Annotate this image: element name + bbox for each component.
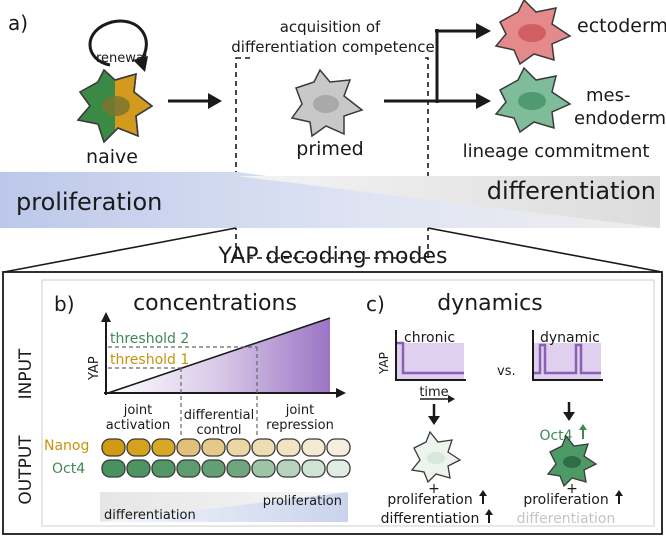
joint-activation-line2: activation (106, 418, 170, 433)
chronic-differentiation-up-icon (485, 509, 493, 515)
chronic-yap-label: YAP (377, 352, 391, 375)
chronic-proliferation: proliferation (387, 492, 472, 508)
nanog-pill (126, 438, 151, 457)
chronic-label: chronic (404, 330, 455, 346)
yap-axis-label: YAP (87, 356, 102, 381)
chronic-plot-area (397, 343, 464, 380)
chronic-proliferation-up-icon (479, 490, 487, 496)
nanog-pill (176, 438, 201, 457)
nanog-pill (201, 438, 226, 457)
time-label: time (419, 385, 448, 400)
chronic-differentiation: differentiation (381, 511, 480, 527)
oct4-pill (176, 459, 201, 478)
oct4-expression-row (101, 459, 351, 478)
yap-modes-box (2, 271, 663, 535)
panel-b-label: b) (54, 292, 75, 316)
oct4-pill (301, 459, 326, 478)
oct4-pill (226, 459, 251, 478)
ectoderm-cell-icon (494, 0, 572, 66)
oct4-pill (151, 459, 176, 478)
arrow-to-mesendoderm-head (476, 93, 491, 109)
b-differentiation-label: differentiation (104, 508, 196, 523)
nanog-pill (301, 438, 326, 457)
oct4-pill (101, 459, 126, 478)
nanog-label: Nanog (44, 438, 89, 454)
oct4-label: Oct4 (52, 461, 85, 477)
joint-repression-line2: repression (266, 418, 334, 433)
dynamic-differentiation-faded: differentiation (517, 511, 616, 527)
mesendoderm-cell-icon (494, 66, 572, 134)
oct4-pill (326, 459, 351, 478)
panel-c-label: c) (366, 292, 385, 316)
yap-modes-title: YAP decoding modes (218, 244, 448, 269)
nanog-pill (101, 438, 126, 457)
acquisition-label-line2: differentiation competence (231, 38, 434, 56)
differential-control-line1: differential (184, 408, 254, 423)
zoom-line-right (427, 227, 663, 273)
yap-axis-x-head (336, 388, 346, 398)
threshold-1-label: threshold 1 (110, 352, 189, 368)
joint-repression-line1: joint (285, 403, 315, 418)
naive-label: naive (86, 146, 138, 168)
mesendoderm-label-line1: mes- (586, 85, 630, 106)
arrow-naive-to-primed-head (208, 93, 222, 109)
vs-label: vs. (497, 364, 516, 379)
b-proliferation-wedge (100, 492, 348, 522)
zoom-line-left (3, 227, 237, 273)
chronic-plus: + (428, 481, 440, 497)
output-side-label: OUTPUT (16, 435, 36, 505)
differentiation-label: differentiation (487, 177, 656, 205)
renewal-arrow-head (133, 56, 148, 72)
naive-cell-icon (76, 68, 154, 144)
dynamic-result-cell-icon (546, 434, 598, 488)
oct4-pill (201, 459, 226, 478)
nanog-expression-row (101, 438, 351, 457)
panel-b-title: concentrations (133, 291, 297, 316)
primed-label: primed (296, 138, 363, 160)
chronic-result-cell-icon (410, 430, 462, 484)
yap-ramp-edge (107, 317, 331, 394)
differentiation-wedge (237, 176, 660, 228)
panel-c-title: dynamics (437, 291, 543, 316)
nanog-pill (276, 438, 301, 457)
nanog-pill (151, 438, 176, 457)
joint-activation-line1: joint (123, 403, 153, 418)
inner-frame (41, 279, 655, 527)
dynamic-proliferation-up-icon (615, 490, 623, 496)
renewal-arrow (88, 19, 148, 67)
arrow-to-ectoderm-head (476, 23, 491, 39)
acquisition-label-line1: acquisition of (280, 18, 381, 36)
nanog-pill (251, 438, 276, 457)
proliferation-label: proliferation (16, 188, 162, 216)
renewal-label: renewal (96, 51, 148, 66)
oct4-pill (126, 459, 151, 478)
dynamic-label: dynamic (540, 330, 600, 346)
dynamic-proliferation: proliferation (523, 492, 608, 508)
input-side-label: INPUT (16, 348, 36, 399)
differential-control-line2: control (196, 423, 241, 438)
proliferation-wedge (0, 172, 660, 228)
oct4-pill (251, 459, 276, 478)
ectoderm-label: ectoderm (577, 15, 666, 37)
dynamic-plus: + (566, 481, 578, 497)
nanog-pill (326, 438, 351, 457)
threshold-2-label: threshold 2 (110, 331, 189, 347)
competence-label-bg (254, 20, 422, 60)
panel-a-label: a) (8, 11, 28, 35)
competence-dashed-box (235, 57, 429, 259)
yap-axis-y-head (101, 312, 111, 322)
time-arrow-head (448, 395, 455, 403)
mesendoderm-label-line2: endoderm (574, 108, 666, 129)
nanog-pill (226, 438, 251, 457)
lineage-commitment-label: lineage commitment (463, 141, 650, 162)
b-proliferation-label: proliferation (263, 494, 342, 509)
dynamic-signal-line (534, 343, 601, 375)
chronic-signal-line (397, 341, 464, 375)
primed-cell-icon (290, 68, 364, 138)
oct4-pill (276, 459, 301, 478)
